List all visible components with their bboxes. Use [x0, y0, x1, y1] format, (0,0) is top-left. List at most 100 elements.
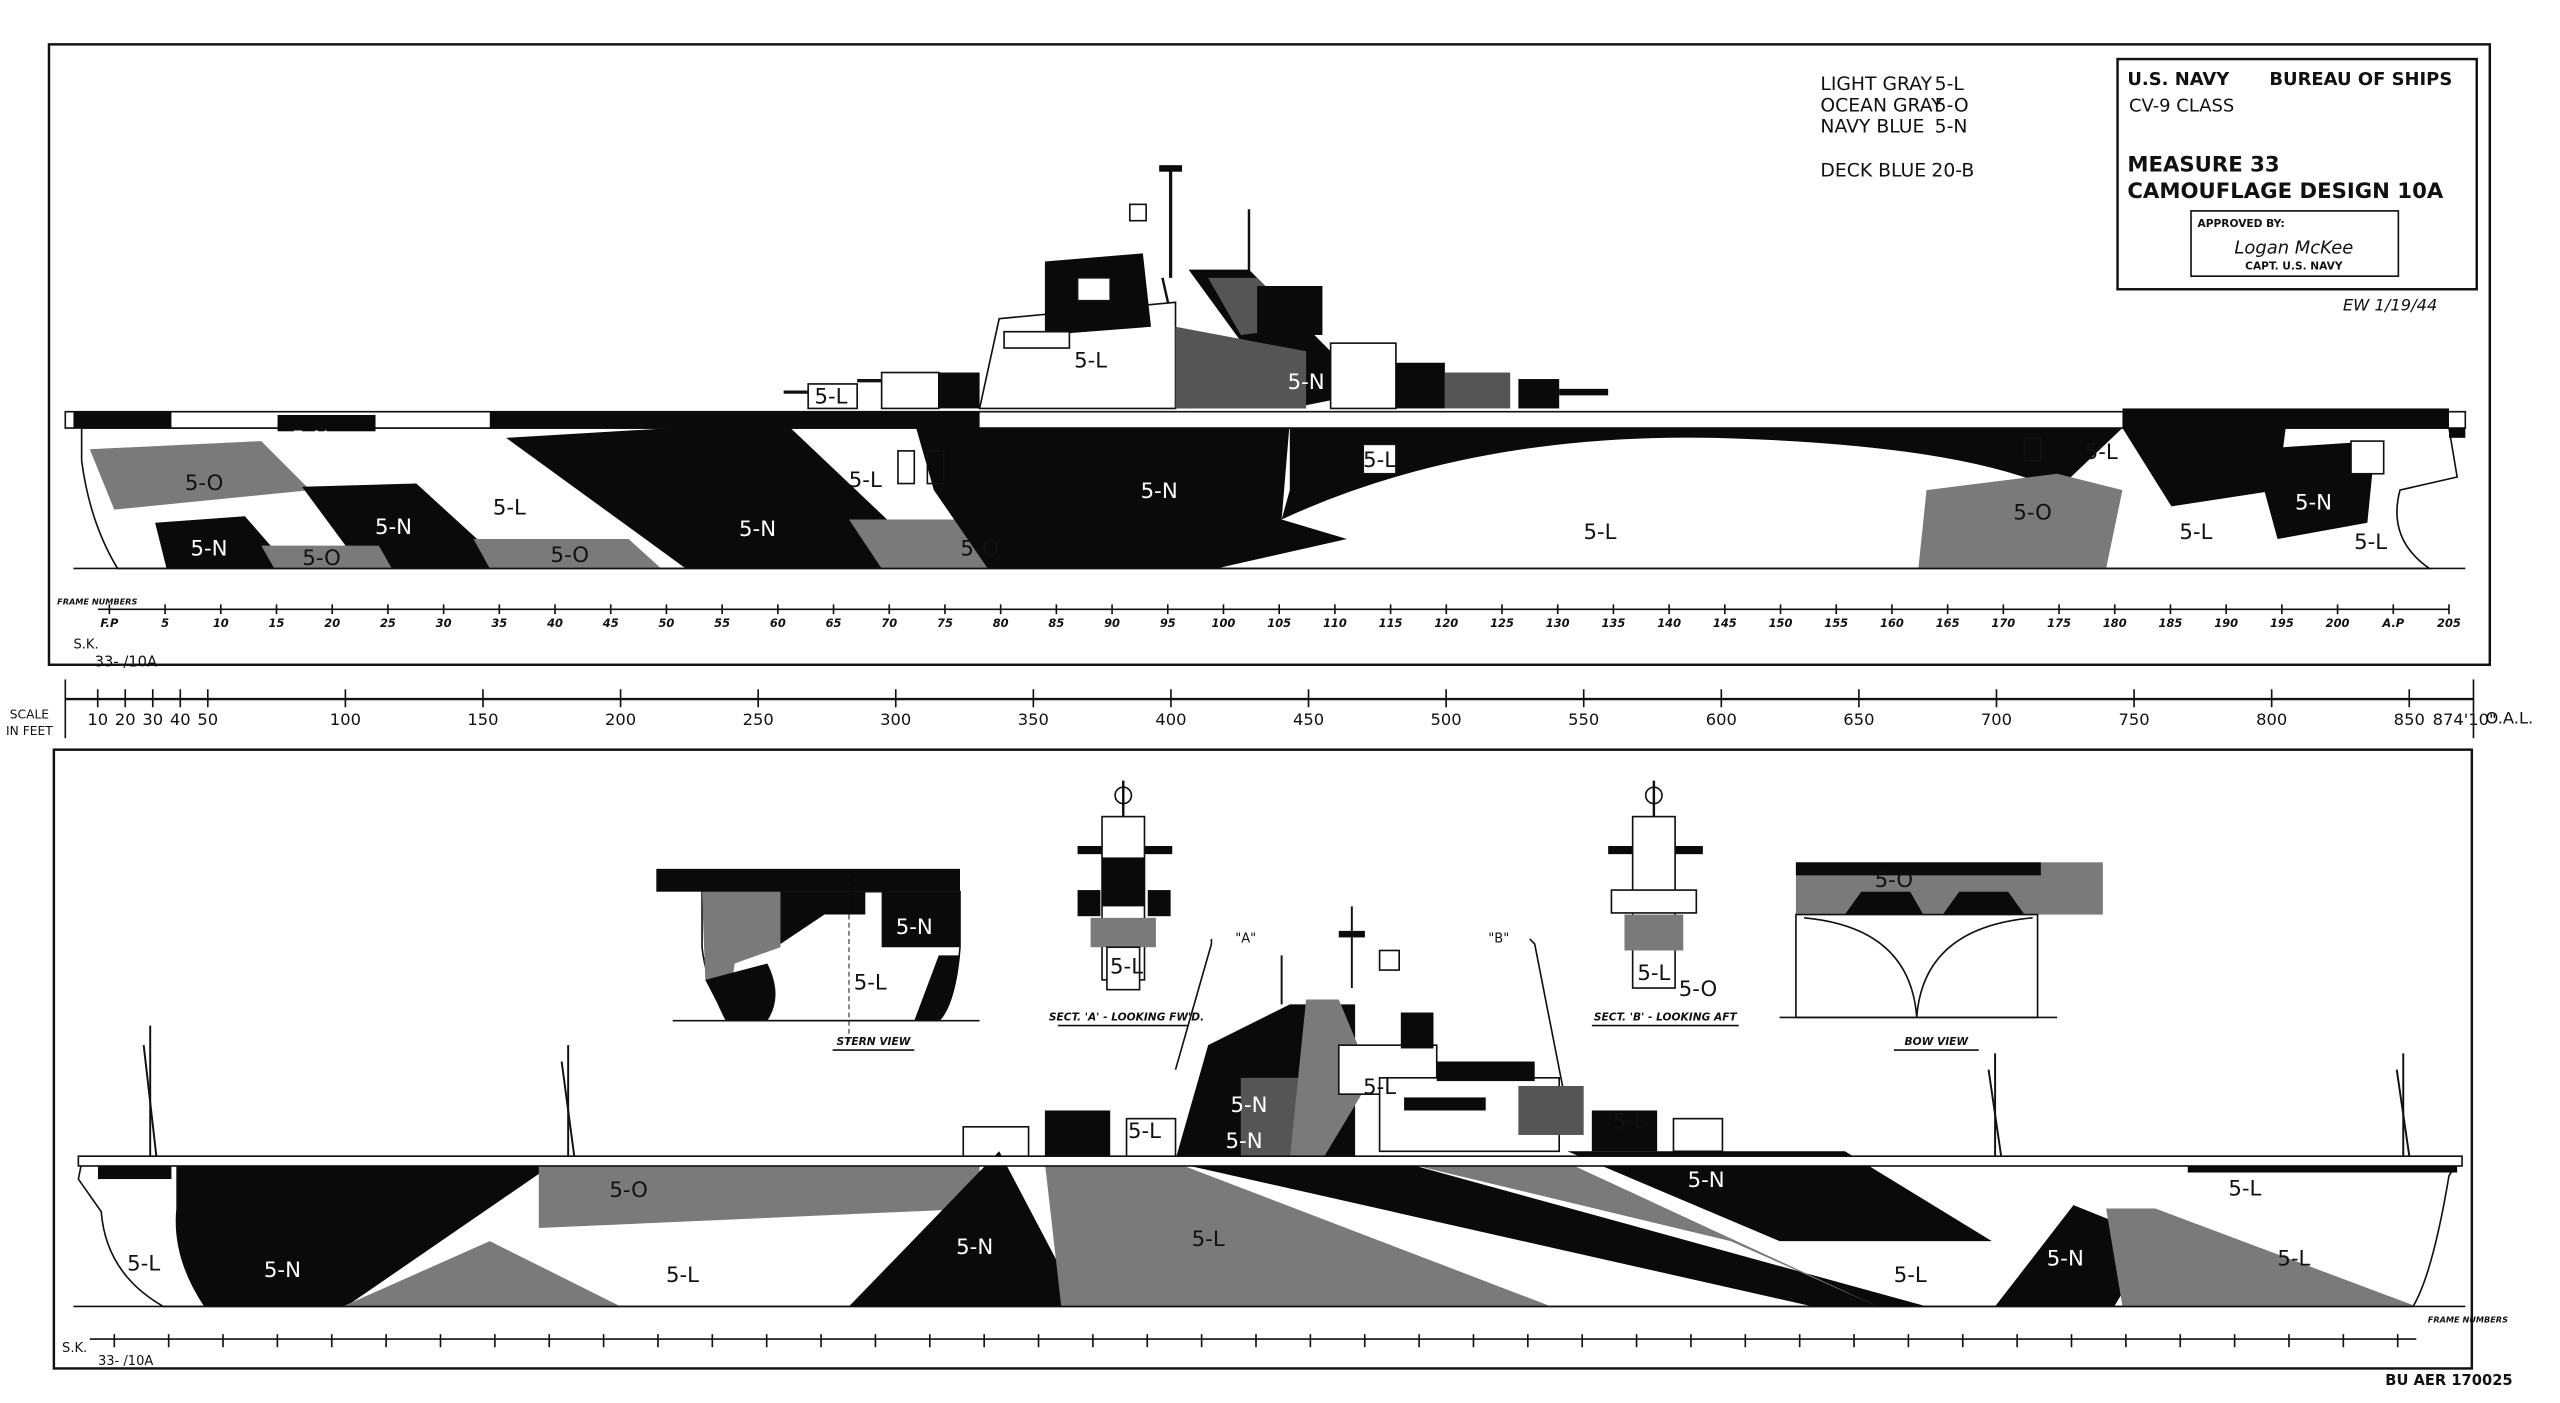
- frame-number: 160: [1880, 616, 1904, 630]
- title-measure: MEASURE 33: [2127, 153, 2279, 178]
- paint-label: 5-L: [666, 1263, 699, 1288]
- legend-name: OCEAN GRAY: [1820, 95, 1943, 116]
- scale-tick-label: 30: [142, 710, 163, 729]
- frame-number: F.P: [100, 616, 119, 630]
- frame-number: 65: [826, 616, 842, 630]
- view-caption: STERN VIEW: [836, 1035, 911, 1048]
- stern-view: 5-N 5-L STERN VIEW: [656, 868, 980, 1051]
- paint-label: 5-L: [1363, 448, 1396, 473]
- sheet-number: 33- /10A: [95, 653, 157, 670]
- frame-number: 180: [2103, 616, 2127, 630]
- archive-number: BU AER 170025: [2385, 1372, 2512, 1389]
- view-caption: SECT. 'A' - LOOKING FW'D.: [1049, 1011, 1204, 1024]
- top-paint-labels: 5-N 5-O 5-N 5-N 5-L 5-O 5-O 5-N 5-L 5-O …: [185, 349, 2387, 572]
- paint-label: 5-N: [375, 515, 412, 540]
- frame-number: 95: [1160, 616, 1176, 630]
- scale-tick-label: 750: [2119, 710, 2150, 729]
- frame-label: FRAME NUMBERS: [2428, 1315, 2508, 1325]
- frame-number: 10: [213, 616, 229, 630]
- paint-label: 5-N: [2047, 1247, 2084, 1272]
- paint-label: 5-L: [1074, 349, 1107, 374]
- frame-number: 20: [324, 616, 340, 630]
- sheet-sk: S.K.: [73, 637, 98, 652]
- paint-label: 5-L: [854, 971, 887, 996]
- frame-number: 135: [1602, 616, 1626, 630]
- frame-number: 165: [1936, 616, 1960, 630]
- paint-label: 5-O: [609, 1178, 647, 1203]
- frame-number: 45: [602, 616, 619, 630]
- paint-label: 5-N: [1688, 1168, 1725, 1193]
- bottom-island: [962, 930, 1724, 1161]
- paint-label: 5-N: [292, 427, 329, 452]
- paint-label: 5-O: [551, 543, 589, 568]
- paint-label: 5-N: [190, 536, 227, 561]
- frame-number: 75: [937, 616, 953, 630]
- title-block: U.S. NAVY BUREAU OF SHIPS CV-9 CLASS MEA…: [2116, 57, 2478, 291]
- paint-label: 5-O: [960, 536, 998, 561]
- frame-number: 50: [658, 616, 674, 630]
- scale-tick-label: 20: [115, 710, 136, 729]
- frame-number: 190: [2214, 616, 2238, 630]
- paint-label: 5-L: [2179, 520, 2212, 545]
- paint-label: 5-L: [2085, 440, 2118, 465]
- legend-code: 20-B: [1931, 161, 1974, 182]
- paint-label: 5-O: [185, 471, 223, 496]
- bottom-panel-port-profile: 5-N 5-L STERN VIEW 5-L SECT. 'A' - LOOKI…: [52, 748, 2508, 1370]
- title-bureau: BUREAU OF SHIPS: [2269, 69, 2452, 90]
- scale-tick-label: 500: [1431, 710, 1462, 729]
- scale-tick-label: 650: [1843, 710, 1874, 729]
- paint-label: 5-L: [493, 496, 526, 521]
- paint-label: 5-O: [302, 546, 340, 571]
- scale-tick-label: 400: [1155, 710, 1186, 729]
- top-island: [783, 165, 1609, 410]
- frame-number: 150: [1769, 616, 1793, 630]
- title-design: CAMOUFLAGE DESIGN 10A: [2127, 179, 2443, 204]
- frame-number: 70: [881, 616, 897, 630]
- top-hull: [80, 421, 2459, 570]
- bottom-panel-border: [52, 748, 2474, 1370]
- top-panel-border: [47, 43, 2492, 666]
- paint-label: 5-L: [1894, 1263, 1927, 1288]
- sheet-number: 33- /10A: [98, 1354, 153, 1369]
- scale-tick-label: 600: [1706, 710, 1737, 729]
- frame-number: 195: [2270, 616, 2294, 630]
- sheet-sk: S.K.: [62, 1341, 87, 1356]
- section-b-view: 5-L 5-O SECT. 'B' - LOOKING AFT "B": [1488, 780, 1739, 1111]
- signature: Logan McKee: [2234, 237, 2353, 258]
- scale-tick-label: 300: [880, 710, 911, 729]
- paint-label: 5-L: [2228, 1176, 2261, 1201]
- scale-oal: O.A.L.: [2486, 709, 2534, 728]
- frame-number: 90: [1104, 616, 1120, 630]
- top-flight-deck: [64, 408, 2467, 438]
- title-block-border: [2116, 57, 2478, 291]
- paint-label: 5-L: [1128, 1119, 1161, 1144]
- section-marker: "A": [1235, 931, 1256, 946]
- paint-legend: LIGHT GRAY 5-L OCEAN GRAY 5-O NAVY BLUE …: [1820, 74, 1974, 182]
- legend-code: 5-L: [1935, 74, 1965, 95]
- frame-number: 30: [436, 616, 452, 630]
- scale-tick-label: 150: [467, 710, 498, 729]
- paint-label: 5-O: [1875, 868, 1913, 893]
- top-panel-starboard-profile: LIGHT GRAY 5-L OCEAN GRAY 5-O NAVY BLUE …: [47, 43, 2492, 670]
- scale-tick-label: 450: [1293, 710, 1324, 729]
- bottom-hull: [77, 1151, 2459, 1308]
- frame-number: 130: [1546, 616, 1570, 630]
- frame-number: 40: [546, 616, 563, 630]
- paint-label: 5-O: [2013, 500, 2051, 525]
- stamp-title: APPROVED BY:: [2198, 217, 2285, 230]
- paint-label: 5-N: [1288, 370, 1325, 395]
- frame-number: 55: [714, 616, 730, 630]
- legend-code: 5-O: [1935, 95, 1969, 116]
- scale-tick-label: 800: [2256, 710, 2287, 729]
- paint-label: 5-L: [815, 385, 848, 410]
- frame-number: 120: [1434, 616, 1458, 630]
- legend-code: 5-N: [1935, 117, 1968, 138]
- frame-number: 200: [2326, 616, 2350, 630]
- paint-label: 5-O: [1679, 977, 1717, 1002]
- paint-label: 5-L: [1637, 961, 1670, 986]
- title-org: U.S. NAVY: [2127, 69, 2230, 90]
- frame-number: 25: [380, 616, 396, 630]
- frame-number: 140: [1657, 616, 1681, 630]
- frame-number: 115: [1379, 616, 1403, 630]
